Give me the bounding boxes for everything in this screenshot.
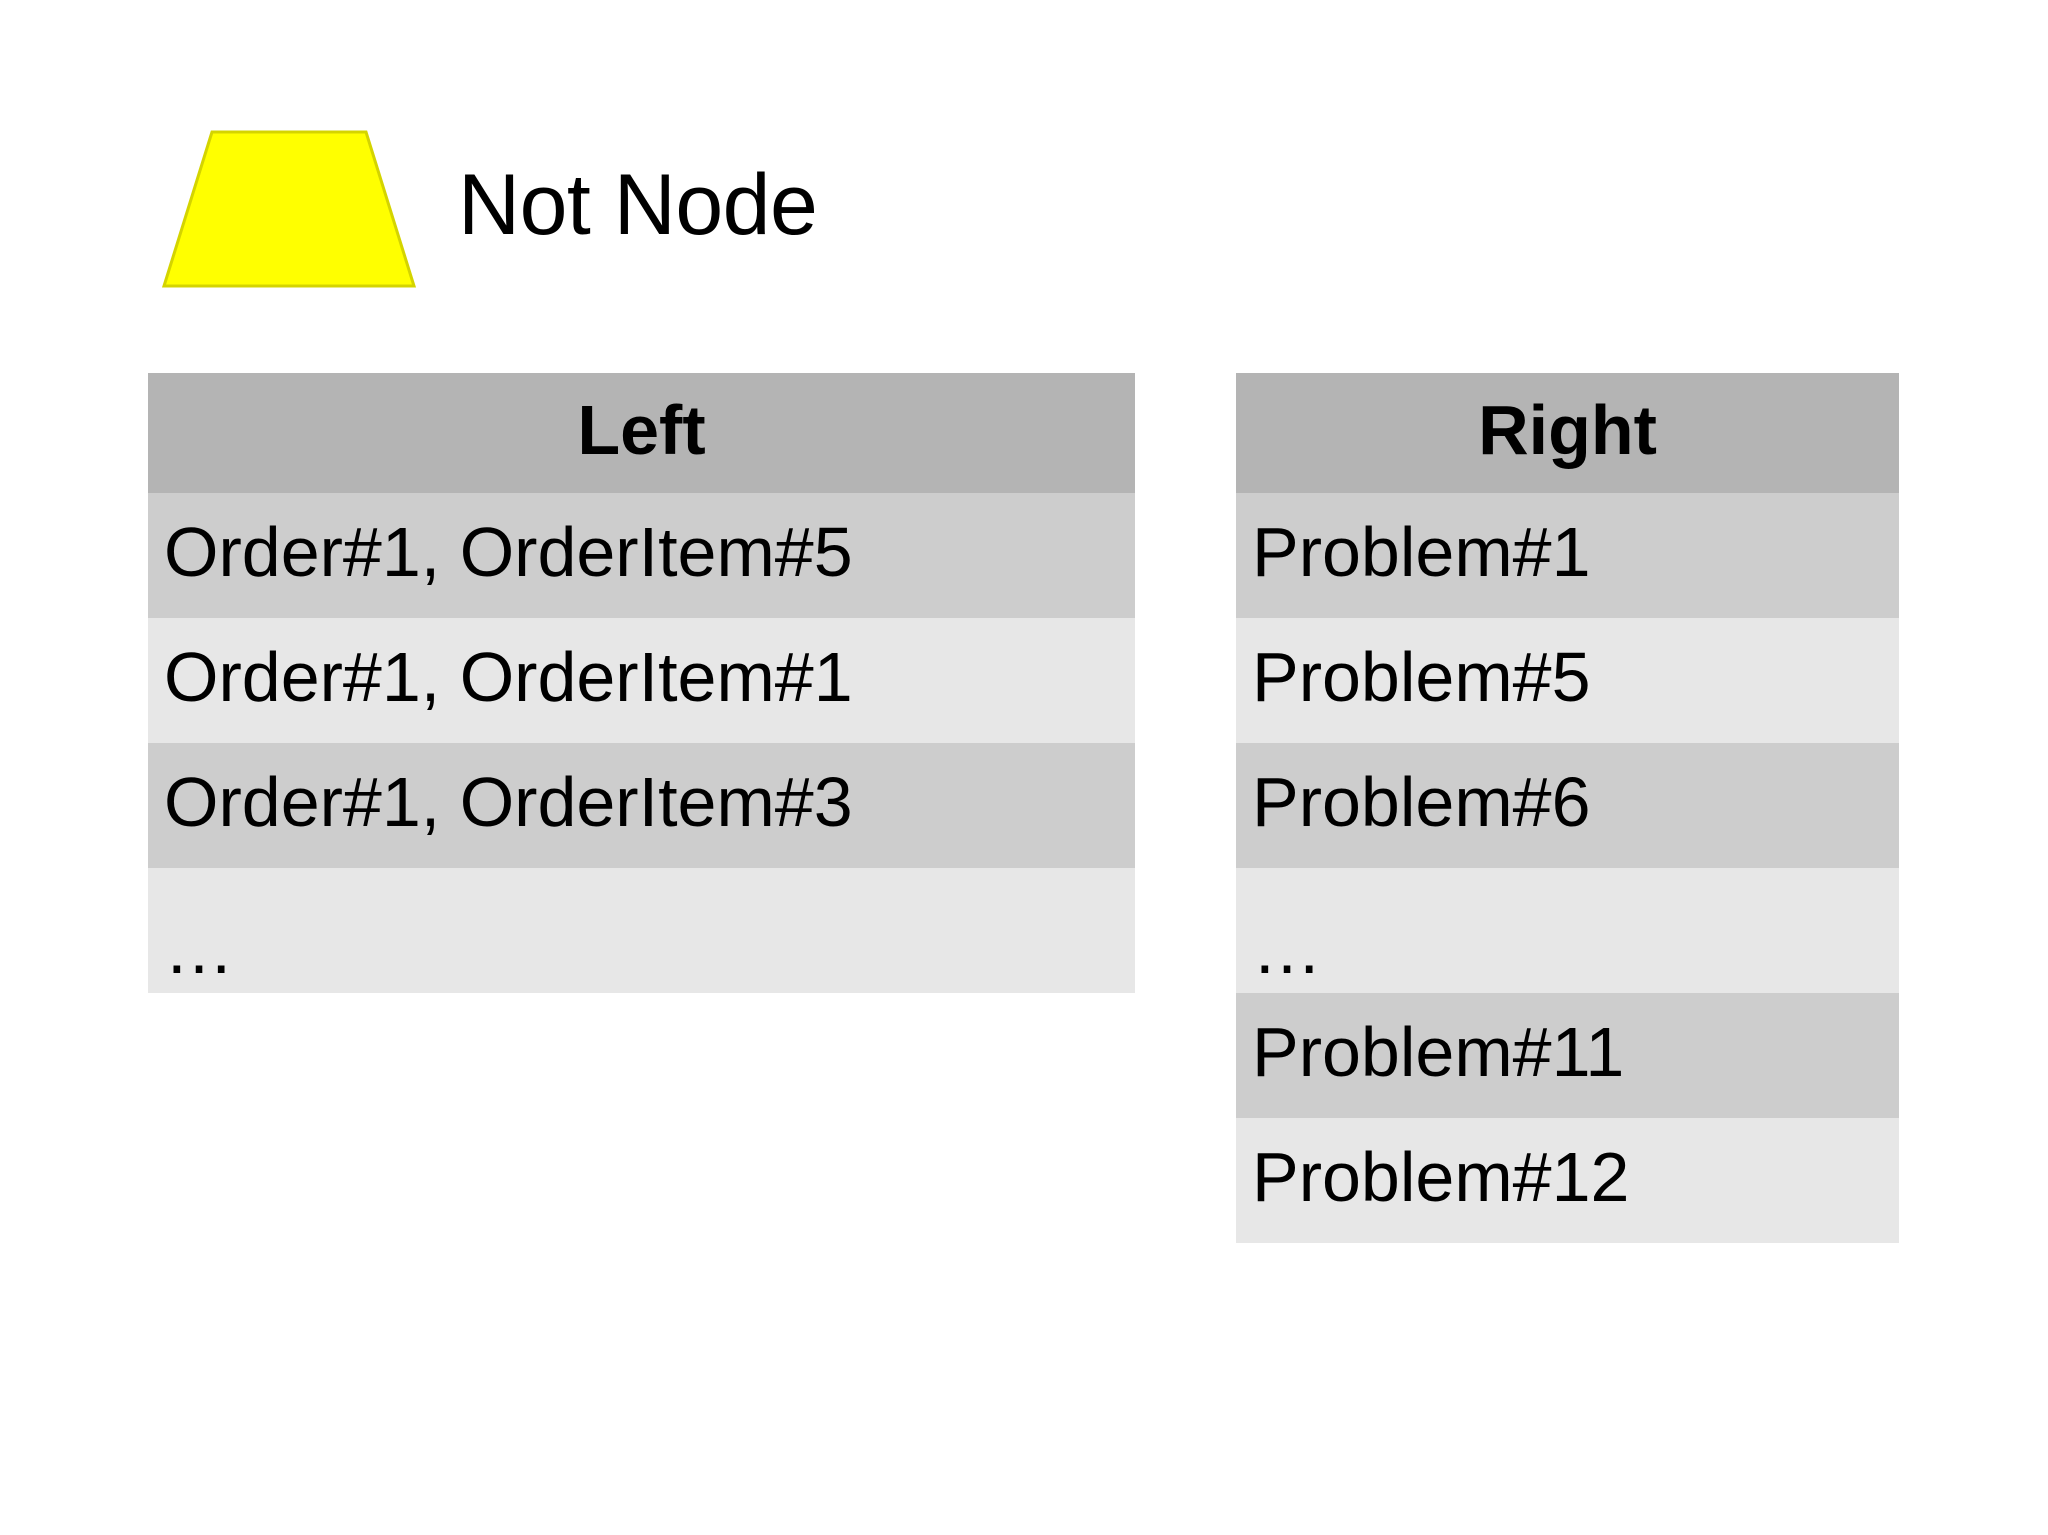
table-right-cell: Problem#5 <box>1252 637 1591 716</box>
table-right-cell: Problem#6 <box>1252 762 1591 841</box>
table-row: Order#1, OrderItem#1 <box>148 618 1135 743</box>
table-left-header-label: Left <box>577 391 706 469</box>
table-right-cell: Problem#1 <box>1252 512 1591 591</box>
table-right-header-label: Right <box>1478 391 1657 469</box>
table-row: Order#1, OrderItem#3 <box>148 743 1135 868</box>
legend: Not Node <box>160 128 818 290</box>
table-row: Problem#5 <box>1236 618 1899 743</box>
table-left-cell: Order#1, OrderItem#3 <box>164 762 853 841</box>
table-left-cell: Order#1, OrderItem#5 <box>164 512 853 591</box>
table-left-cell: Order#1, OrderItem#1 <box>164 637 853 716</box>
table-left-header: Left <box>148 373 1135 493</box>
table-row: Problem#1 <box>1236 493 1899 618</box>
table-row: … <box>1236 868 1899 993</box>
table-row: Problem#11 <box>1236 993 1899 1118</box>
table-right-cell: Problem#12 <box>1252 1137 1630 1216</box>
table-row: Problem#12 <box>1236 1118 1899 1243</box>
table-row: Problem#6 <box>1236 743 1899 868</box>
table-row: … <box>148 868 1135 993</box>
table-right-header: Right <box>1236 373 1899 493</box>
trapezoid-node-icon <box>160 128 418 290</box>
table-left: Left Order#1, OrderItem#5 Order#1, Order… <box>148 373 1135 993</box>
table-left-cell-ellipsis: … <box>164 909 234 988</box>
table-row: Order#1, OrderItem#5 <box>148 493 1135 618</box>
table-right-cell-ellipsis: … <box>1252 909 1322 988</box>
table-right: Right Problem#1 Problem#5 Problem#6 … Pr… <box>1236 373 1899 1243</box>
legend-label: Not Node <box>458 157 818 253</box>
table-right-cell: Problem#11 <box>1252 1012 1625 1091</box>
